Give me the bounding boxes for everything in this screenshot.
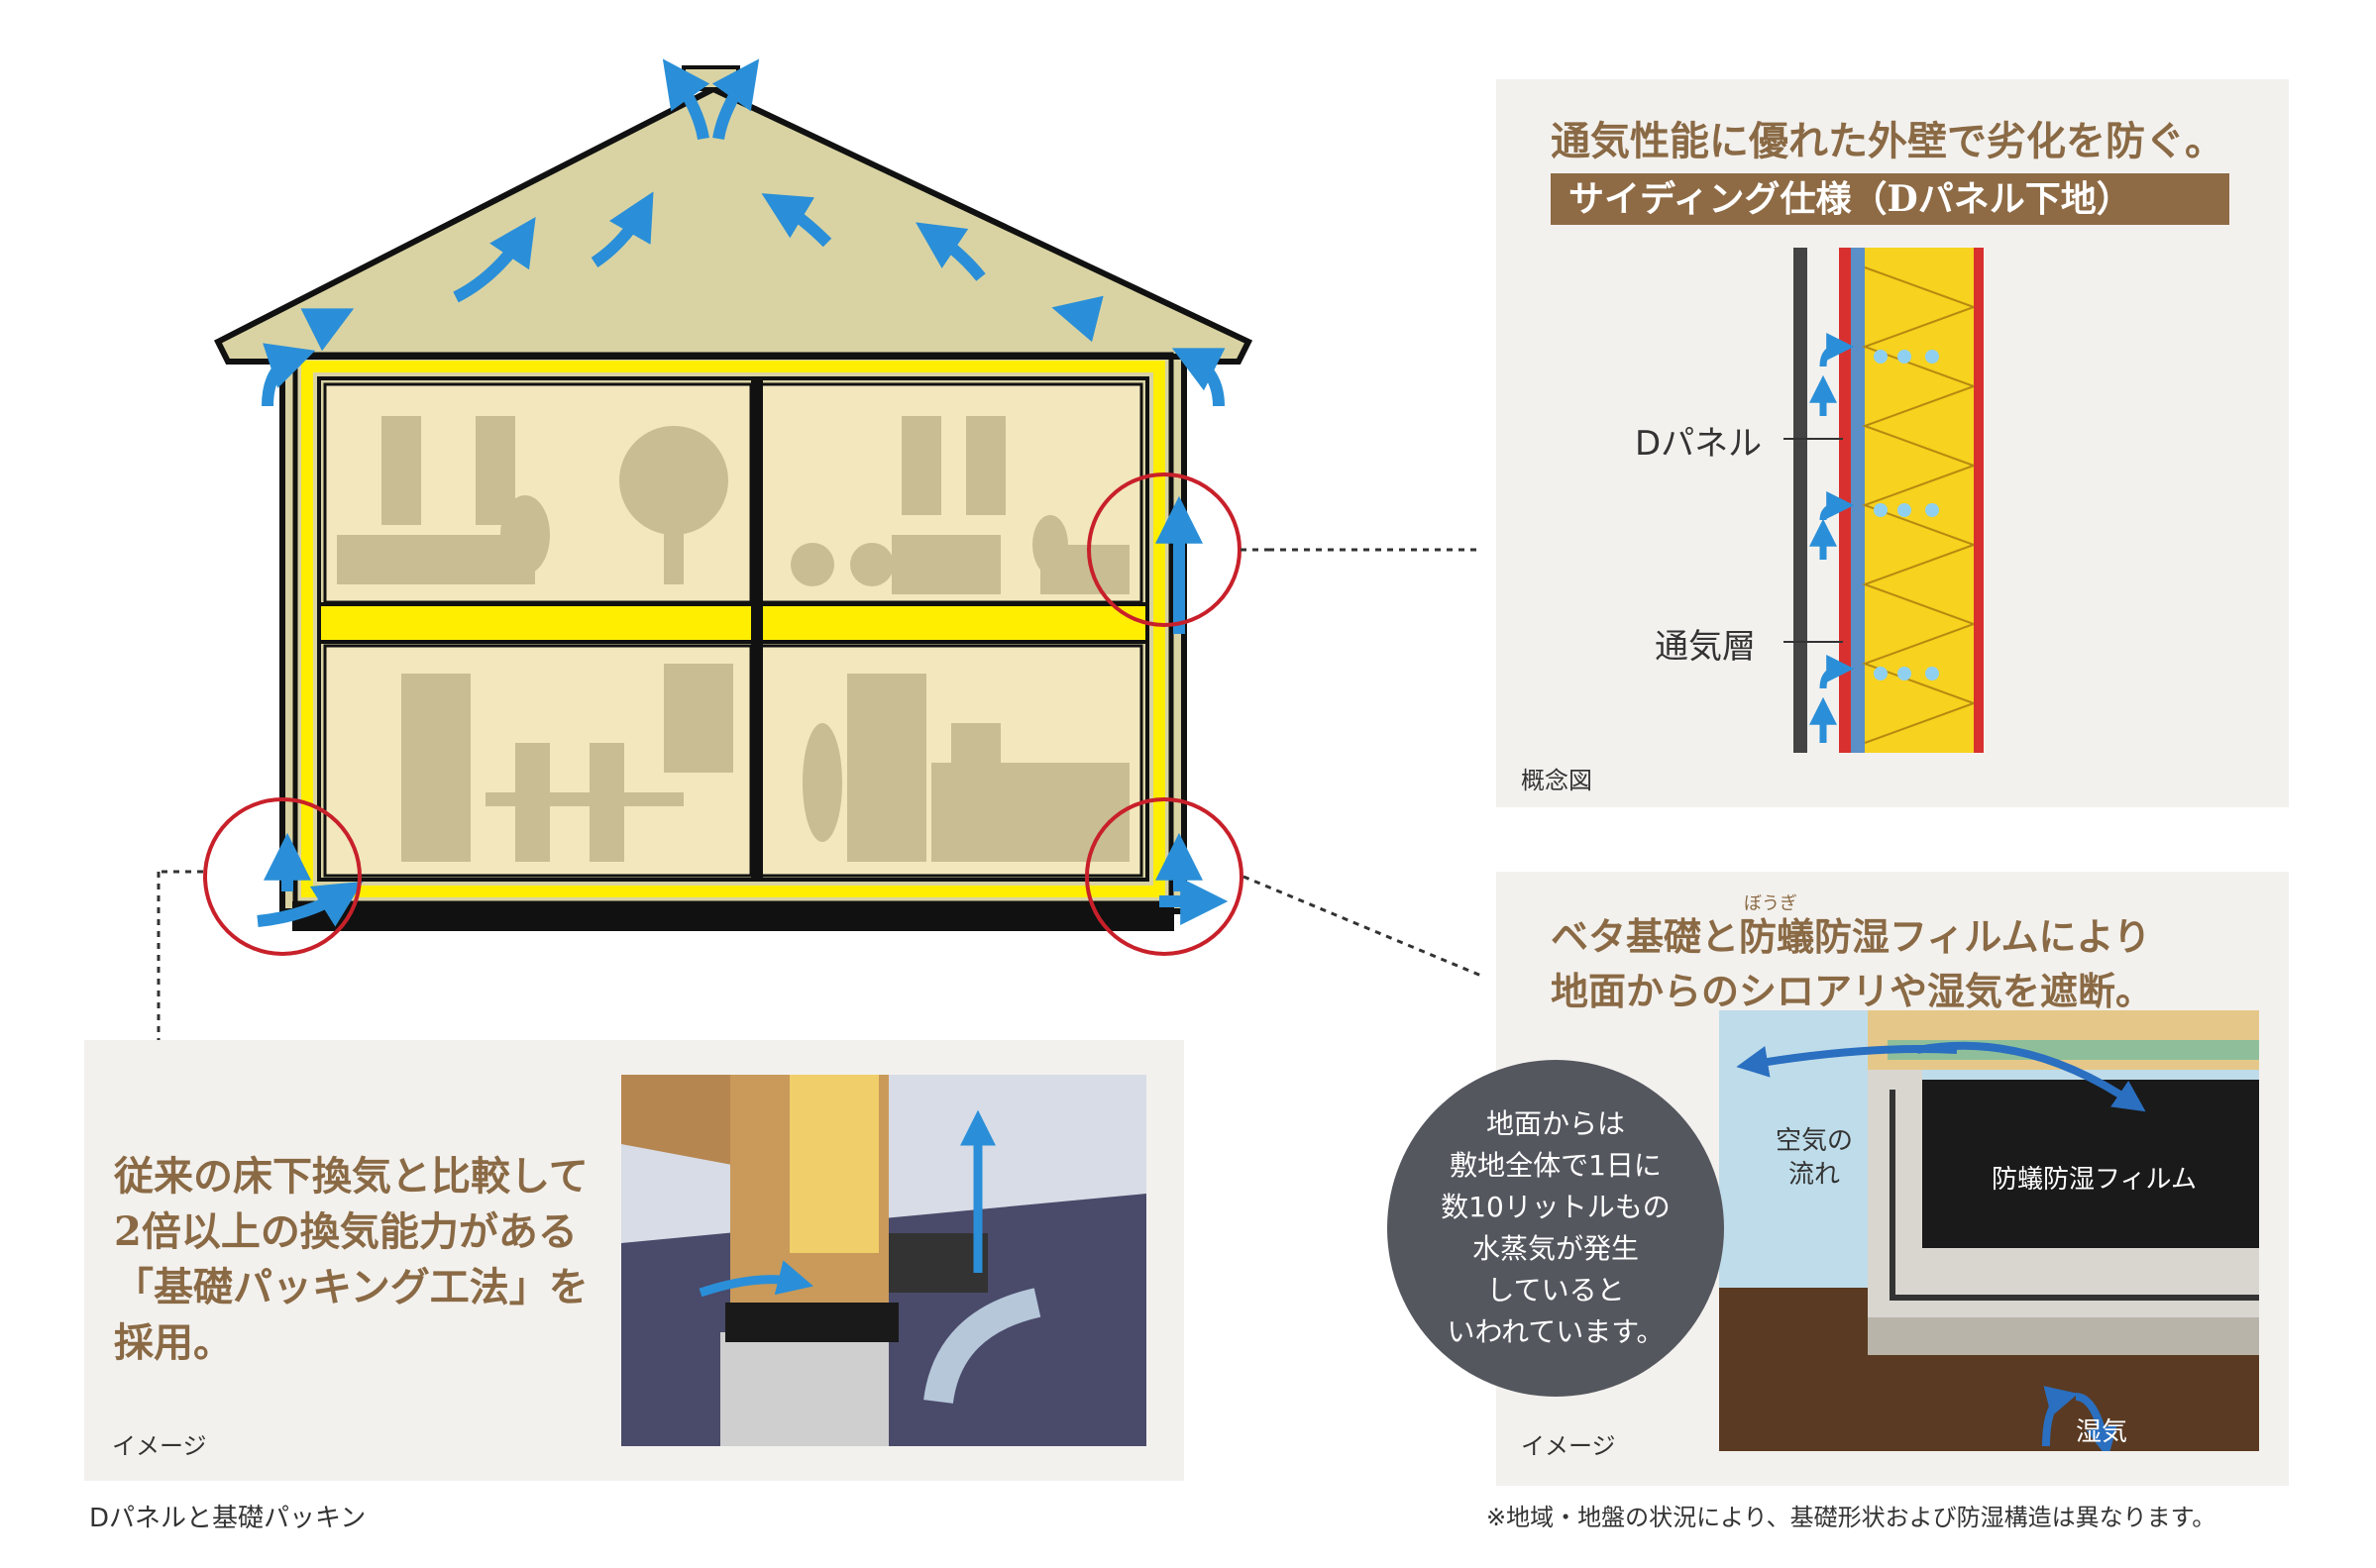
label-air-layer: 通気層: [1655, 627, 1756, 667]
packing-line-4: 採用。: [114, 1319, 233, 1366]
packing-line-3: 「基礎パッキング工法」を: [114, 1264, 589, 1310]
foundation-title-1: ベタ基礎と防蟻防湿フィルムにより: [1551, 914, 2151, 959]
air-label-line-1: 空気の: [1776, 1126, 1854, 1156]
callout-foundation-left: [203, 797, 362, 956]
air-label-line-2: 流れ: [1788, 1160, 1841, 1190]
circle-line-5: していると: [1486, 1274, 1625, 1307]
label-dpanel: Dパネル: [1635, 424, 1763, 464]
insulation-frame: [301, 361, 1165, 897]
film-label: 防蟻防湿フィルム: [1992, 1165, 2197, 1195]
callout-wall: [1087, 472, 1242, 627]
siding-band: サイディング仕様（Dパネル下地）: [1551, 173, 2229, 225]
packing-illustration: [621, 1075, 1146, 1446]
ruby-text: ぼうぎ: [1744, 893, 1797, 914]
roof: [213, 85, 1253, 365]
siding-caption: 概念図: [1521, 767, 1592, 794]
packing-text: 従来の床下換気と比較して 2倍以上の換気能力がある 「基礎パッキング工法」を 採…: [114, 1149, 589, 1371]
packing-line-1: 従来の床下換気と比較して: [114, 1153, 589, 1200]
siding-panel: 通気性能に優れた外壁で劣化を防ぐ。 サイディング仕様（Dパネル下地） Dパネル …: [1496, 79, 2289, 807]
circle-line-2: 敷地全体で1日に: [1450, 1149, 1662, 1182]
foundation-panel: ぼうぎ ベタ基礎と防蟻防湿フィルムにより 地面からのシロアリや湿気を遮断。 空気…: [1387, 872, 2289, 1486]
moisture-info-circle: 地面からは 敷地全体で1日に 数10リットルもの 水蒸気が発生 していると いわ…: [1387, 1060, 1724, 1397]
foundation-title-2: 地面からのシロアリや湿気を遮断。: [1551, 969, 2154, 1013]
packing-panel: 従来の床下換気と比較して 2倍以上の換気能力がある 「基礎パッキング工法」を 採…: [84, 1040, 1184, 1481]
air-flow-label: 空気の 流れ: [1776, 1124, 1853, 1192]
circle-line-1: 地面からは: [1485, 1107, 1625, 1140]
circle-line-6: いわれています。: [1447, 1315, 1665, 1348]
wall-section: [1793, 248, 1994, 753]
callout-foundation-right: [1085, 797, 1243, 956]
packing-line-2: 2倍以上の換気能力がある: [114, 1208, 578, 1255]
house-diagram: [203, 58, 1268, 956]
circle-line-4: 水蒸気が発生: [1471, 1232, 1639, 1265]
foundation-caption: イメージ: [1521, 1432, 1616, 1460]
airflow-arrows: [257, 58, 1229, 927]
moisture-label: 湿気: [2076, 1417, 2128, 1447]
foundation-note: ※地域・地盤の状況により、基礎形状および防湿構造は異なります。: [1486, 1504, 2216, 1531]
circle-line-3: 数10リットルもの: [1441, 1191, 1671, 1223]
foundation-illustration: [1719, 1010, 2259, 1451]
packing-caption: イメージ: [112, 1432, 207, 1460]
packing-bottom-label: Dパネルと基礎パッキン: [89, 1504, 367, 1533]
siding-title: 通気性能に優れた外壁で劣化を防ぐ。: [1551, 118, 2224, 164]
room-silhouettes: [337, 416, 1130, 862]
